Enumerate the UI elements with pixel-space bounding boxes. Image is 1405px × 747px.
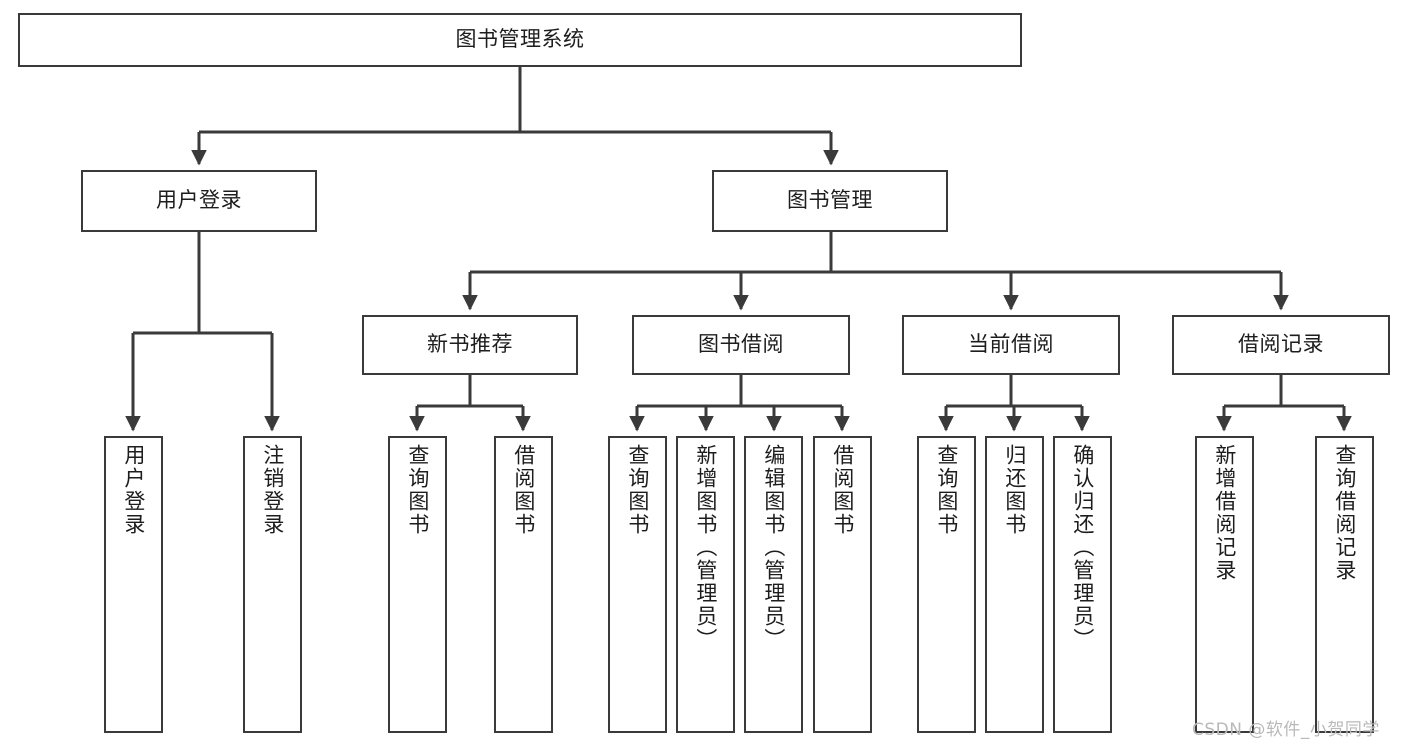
node-label: 新增图书（管理员）: [693, 444, 718, 651]
node-label: 编辑图书（管理员）: [761, 444, 786, 651]
leaf-edit-book-admin[interactable]: 编辑图书（管理员）: [744, 436, 803, 733]
node-label: 图书借阅: [698, 332, 784, 357]
node-borrow-record[interactable]: 借阅记录: [1172, 315, 1390, 375]
node-label: 借阅图书: [511, 444, 536, 536]
node-label: 归还图书: [1002, 444, 1027, 536]
node-label: 借阅图书: [830, 444, 855, 536]
node-label: 图书管理: [787, 188, 873, 213]
node-new-book-recommend[interactable]: 新书推荐: [362, 315, 578, 375]
leaf-borrow-book-recommend[interactable]: 借阅图书: [494, 436, 553, 733]
node-label: 查询图书: [934, 444, 959, 536]
leaf-query-book-recommend[interactable]: 查询图书: [388, 436, 447, 733]
node-label: 图书管理系统: [455, 27, 585, 52]
node-label: 用户登录: [156, 188, 242, 213]
node-label: 注销登录: [260, 444, 285, 536]
node-label: 新书推荐: [427, 332, 513, 357]
leaf-borrow-book[interactable]: 借阅图书: [813, 436, 872, 733]
node-label: 查询图书: [405, 444, 430, 536]
node-label: 借阅记录: [1238, 332, 1324, 357]
csdn-watermark: CSDN @软件_小贺同学: [1192, 720, 1380, 740]
node-label: 用户登录: [121, 444, 146, 536]
node-label: 确认归还（管理员）: [1070, 444, 1095, 651]
leaf-add-book-admin[interactable]: 新增图书（管理员）: [676, 436, 735, 733]
node-label: 新增借阅记录: [1212, 444, 1237, 582]
node-user-login[interactable]: 用户登录: [81, 170, 317, 232]
node-label: 查询借阅记录: [1332, 444, 1357, 582]
node-book-borrow[interactable]: 图书借阅: [632, 315, 850, 375]
leaf-confirm-return-admin[interactable]: 确认归还（管理员）: [1053, 436, 1112, 733]
leaf-add-borrow-record[interactable]: 新增借阅记录: [1195, 436, 1254, 733]
node-label: 查询图书: [625, 444, 650, 536]
leaf-logout-login[interactable]: 注销登录: [243, 436, 302, 733]
node-book-management[interactable]: 图书管理: [712, 170, 948, 232]
leaf-return-book[interactable]: 归还图书: [985, 436, 1044, 733]
node-current-borrow[interactable]: 当前借阅: [902, 315, 1120, 375]
node-label: 当前借阅: [968, 332, 1054, 357]
leaf-user-login[interactable]: 用户登录: [104, 436, 163, 733]
leaf-query-book-current[interactable]: 查询图书: [917, 436, 976, 733]
leaf-query-borrow-record[interactable]: 查询借阅记录: [1315, 436, 1374, 733]
leaf-query-book-borrow[interactable]: 查询图书: [608, 436, 667, 733]
node-root-book-management-system[interactable]: 图书管理系统: [18, 13, 1022, 67]
